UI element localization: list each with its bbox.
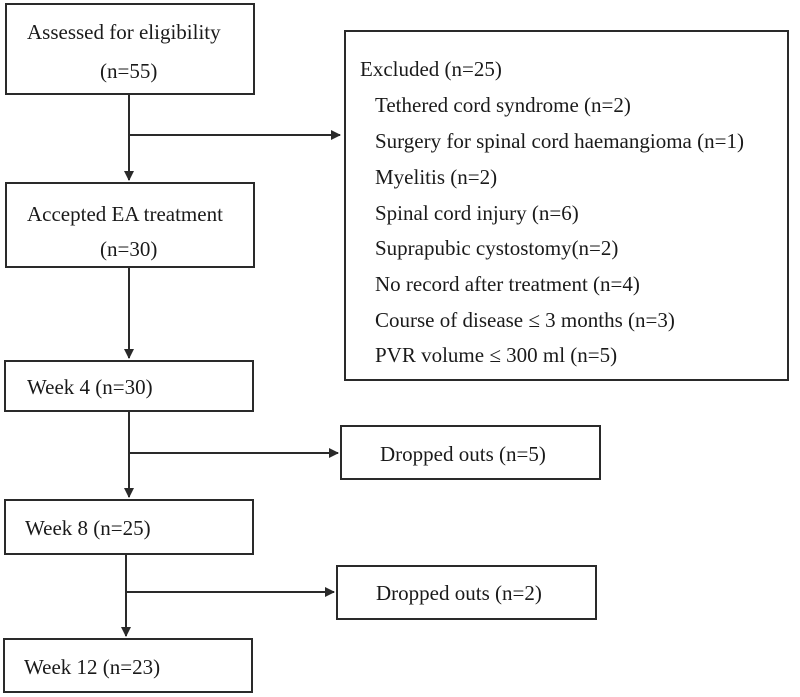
excluded-box: Excluded (n=25) Tethered cord syndrome (…	[344, 30, 789, 381]
week12-box: Week 12 (n=23)	[3, 638, 253, 693]
assessed-box: Assessed for eligibility (n=55)	[5, 3, 255, 95]
excluded-reason: No record after treatment (n=4)	[375, 272, 640, 296]
week8-box: Week 8 (n=25)	[4, 499, 254, 555]
excluded-reason: Course of disease ≤ 3 months (n=3)	[375, 308, 675, 332]
dropout2-box: Dropped outs (n=2)	[336, 565, 597, 620]
accepted-label: Accepted EA treatment	[27, 202, 223, 226]
dropout1-box: Dropped outs (n=5)	[340, 425, 601, 480]
dropout2-label: Dropped outs (n=2)	[376, 581, 542, 605]
assessed-label: Assessed for eligibility	[27, 20, 221, 44]
week8-label: Week 8 (n=25)	[25, 516, 151, 540]
excluded-reason: Surgery for spinal cord haemangioma (n=1…	[375, 129, 744, 153]
accepted-count: (n=30)	[100, 237, 158, 261]
excluded-reason: Spinal cord injury (n=6)	[375, 201, 579, 225]
excluded-reason: PVR volume ≤ 300 ml (n=5)	[375, 343, 618, 367]
accepted-box: Accepted EA treatment (n=30)	[5, 182, 255, 268]
dropout1-label: Dropped outs (n=5)	[380, 442, 546, 466]
week4-box: Week 4 (n=30)	[4, 360, 254, 412]
excluded-reason: Myelitis (n=2)	[375, 165, 498, 189]
excluded-reason: Tethered cord syndrome (n=2)	[375, 93, 631, 117]
excluded-reason: Suprapubic cystostomy(n=2)	[375, 236, 619, 260]
assessed-count: (n=55)	[100, 59, 158, 83]
week12-label: Week 12 (n=23)	[24, 655, 161, 679]
excluded-title: Excluded (n=25)	[360, 57, 502, 81]
week4-label: Week 4 (n=30)	[27, 375, 153, 399]
